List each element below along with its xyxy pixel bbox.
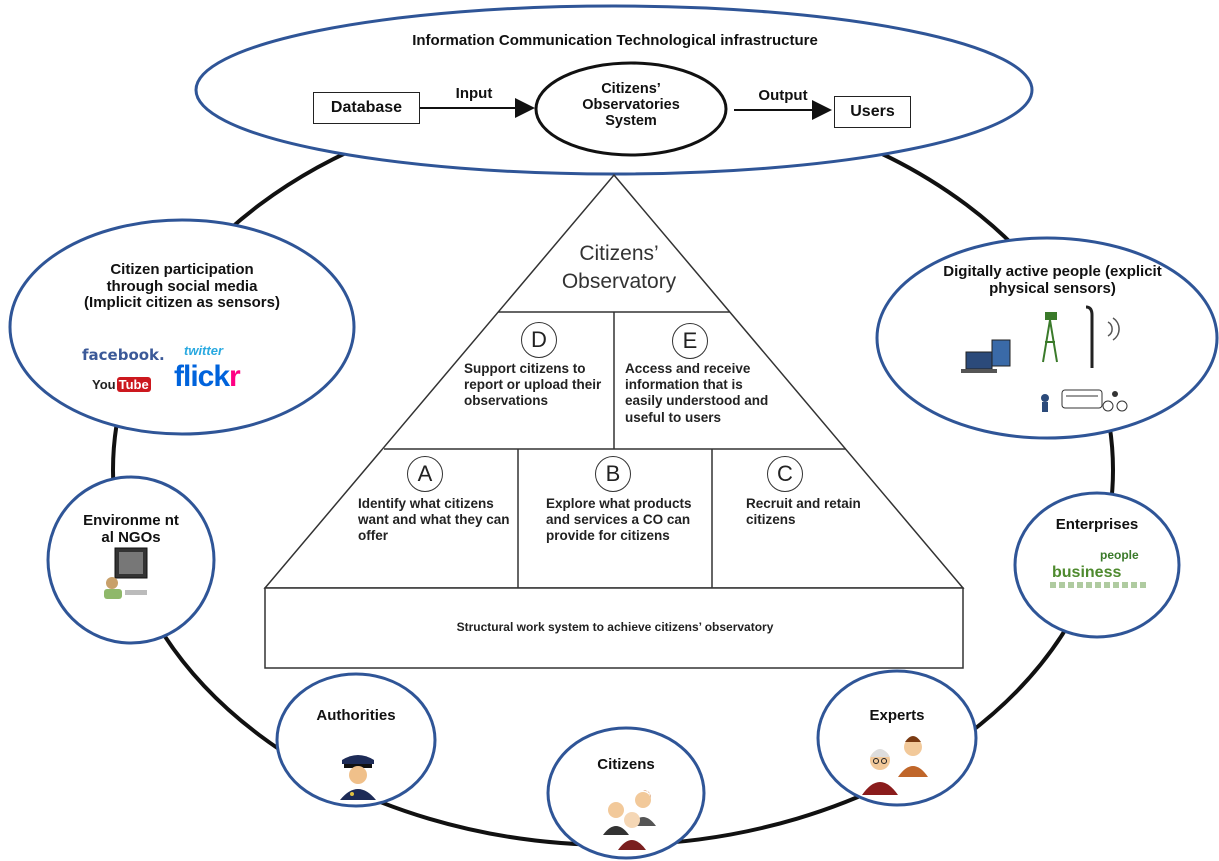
letter-d: D [521, 322, 557, 358]
experts-ellipse [816, 669, 978, 807]
authorities-ellipse [275, 672, 437, 808]
experts-title: Experts [869, 707, 925, 724]
block-a-text: Identify what citizens want and what the… [358, 496, 510, 544]
flickr-blue: flick [174, 360, 230, 393]
police-officer-icon [340, 755, 376, 800]
system-label-line2: Observatories [582, 96, 680, 113]
letter-e: E [672, 323, 708, 359]
system-ellipse [534, 61, 728, 157]
devices-icon [961, 339, 1011, 373]
system-label-line1: Citizens’ [601, 81, 661, 97]
citizens-title: Citizens [597, 756, 655, 773]
block-b-text: Explore what products and services a CO … [546, 496, 692, 544]
output-label: Output [758, 87, 808, 104]
citizens-ellipse [546, 726, 706, 860]
youtube-logo: You Tube [92, 377, 151, 392]
citizens-group-icon [603, 790, 656, 850]
block-e-text: Access and receive information that is e… [625, 361, 769, 425]
block-c-text: Recruit and retain citizens [746, 496, 861, 528]
enterprises-word-cloud: people business [1050, 548, 1150, 593]
enterprises-ellipse [1013, 491, 1181, 639]
experts-icon [862, 736, 928, 795]
input-label: Input [455, 85, 493, 102]
flickr-logo: flickr [174, 360, 241, 394]
block-d-text: Support citizens to report or upload the… [464, 361, 602, 409]
pyramid-top-line2: Observatory [561, 270, 677, 294]
letter-a: A [407, 456, 443, 492]
enterprises-title: Enterprises [1055, 516, 1139, 533]
cloud-noise [1050, 582, 1146, 588]
ict-title: Information Communication Technological … [412, 32, 818, 49]
authorities-title: Authorities [316, 707, 396, 724]
database-box: Database [313, 92, 420, 124]
city-transport-icon [1041, 389, 1128, 412]
youtube-you: You [92, 377, 116, 392]
sensor-tower-icon [1042, 312, 1058, 363]
social-media-title: Citizen participation through social med… [84, 261, 280, 311]
twitter-logo: twitter [184, 343, 223, 358]
ngo-title: Environme ntal NGOs [83, 512, 179, 546]
users-box: Users [834, 96, 911, 128]
cloud-word-business: business [1052, 564, 1122, 581]
system-label-line3: System [605, 112, 657, 129]
digital-people-title: Digitally active people (explicit physic… [943, 263, 1162, 297]
social-media-ellipse [8, 218, 356, 436]
computer-user-icon [104, 547, 148, 599]
system-label: Citizens’ Observatories System [556, 81, 706, 130]
flickr-pink: r [229, 360, 241, 393]
facebook-logo: facebook. [82, 346, 165, 364]
pyramid-top-line1: Citizens’ [579, 242, 659, 265]
letter-c: C [767, 456, 803, 492]
youtube-tube: Tube [116, 377, 151, 392]
wifi-icon [1107, 317, 1120, 341]
pyramid-top-title: Citizens’ Observatory [524, 240, 714, 297]
pyramid-base-text: Structural work system to achieve citize… [456, 620, 774, 634]
letter-b: B [595, 456, 631, 492]
cloud-word-people: people [1100, 548, 1139, 562]
street-lamp-icon [1085, 305, 1094, 368]
